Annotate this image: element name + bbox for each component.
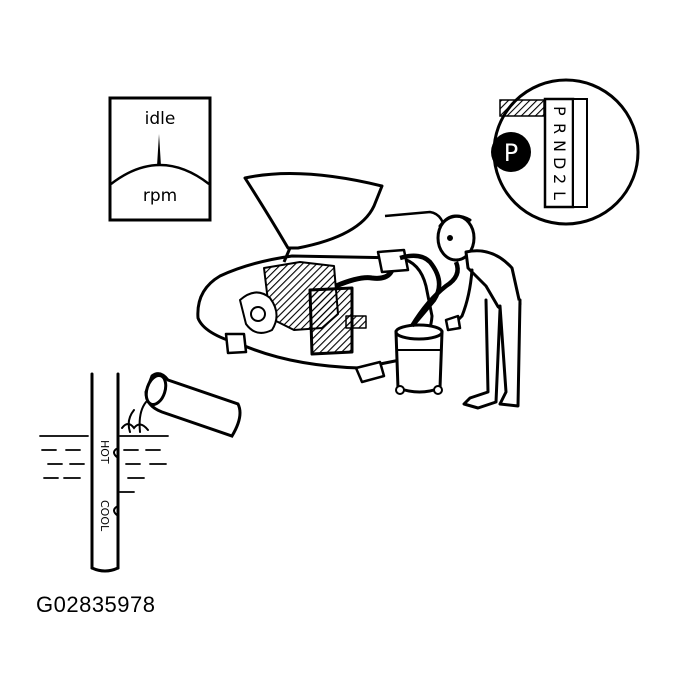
hood-prop-rod (282, 247, 292, 263)
dipstick-tube (90, 372, 120, 570)
car-cowl (384, 210, 448, 237)
gear-indicator-hatched (499, 99, 545, 117)
tachometer-inset: idle rpm (108, 96, 212, 222)
vacuum-caster-right (433, 385, 443, 395)
tachometer-idle-label: idle (145, 109, 176, 129)
pour-stream (127, 401, 147, 433)
dipstick-tube-bottom (90, 566, 120, 573)
hood (243, 172, 384, 250)
gear-letter-p: P (550, 106, 569, 116)
radiator (308, 286, 354, 356)
gear-letter-r: R (550, 123, 569, 134)
car-open-hood (196, 172, 448, 384)
shop-vacuum (394, 261, 460, 395)
dipstick-cool-mark: COOL (98, 500, 111, 532)
park-badge (491, 132, 531, 172)
front-tire (224, 332, 248, 355)
dipstick-hot-mark: HOT (98, 440, 111, 464)
liquid-surface (39, 435, 169, 493)
mechanic-hair (438, 214, 472, 228)
wheel-chock (354, 360, 386, 384)
gear-letter-d: D (550, 157, 569, 169)
mechanic-arm (450, 268, 474, 328)
gear-letter-l: L (550, 191, 569, 200)
mechanic-leg-front (462, 298, 502, 410)
vacuum-canister (394, 330, 444, 394)
container-mouth (144, 373, 168, 407)
mechanic-torso (464, 249, 522, 312)
coolant-bottle (376, 248, 410, 274)
park-badge-letter: P (504, 139, 518, 167)
vacuum-lid (394, 323, 444, 341)
engine-component (250, 306, 266, 322)
gear-scale-side-panel (572, 98, 588, 208)
upper-hose (335, 268, 395, 289)
figure-id-label: G02835978 (36, 592, 156, 617)
gear-letter-2: 2 (550, 174, 569, 184)
gear-letter-n: N (550, 140, 569, 152)
mechanic-figure (436, 214, 522, 410)
pour-splash (121, 423, 149, 431)
mechanic-eye (447, 235, 453, 241)
mechanic-hand (444, 314, 462, 332)
battery (345, 315, 367, 329)
coolant-check-scene (39, 372, 242, 573)
tachometer-needle (157, 134, 161, 166)
vacuum-caster-left (395, 385, 405, 395)
tachometer-rpm-label: rpm (143, 186, 177, 206)
dipstick-hot-notch (113, 447, 119, 517)
vacuum-hose (410, 261, 460, 328)
mechanic-leg-back (498, 298, 522, 408)
